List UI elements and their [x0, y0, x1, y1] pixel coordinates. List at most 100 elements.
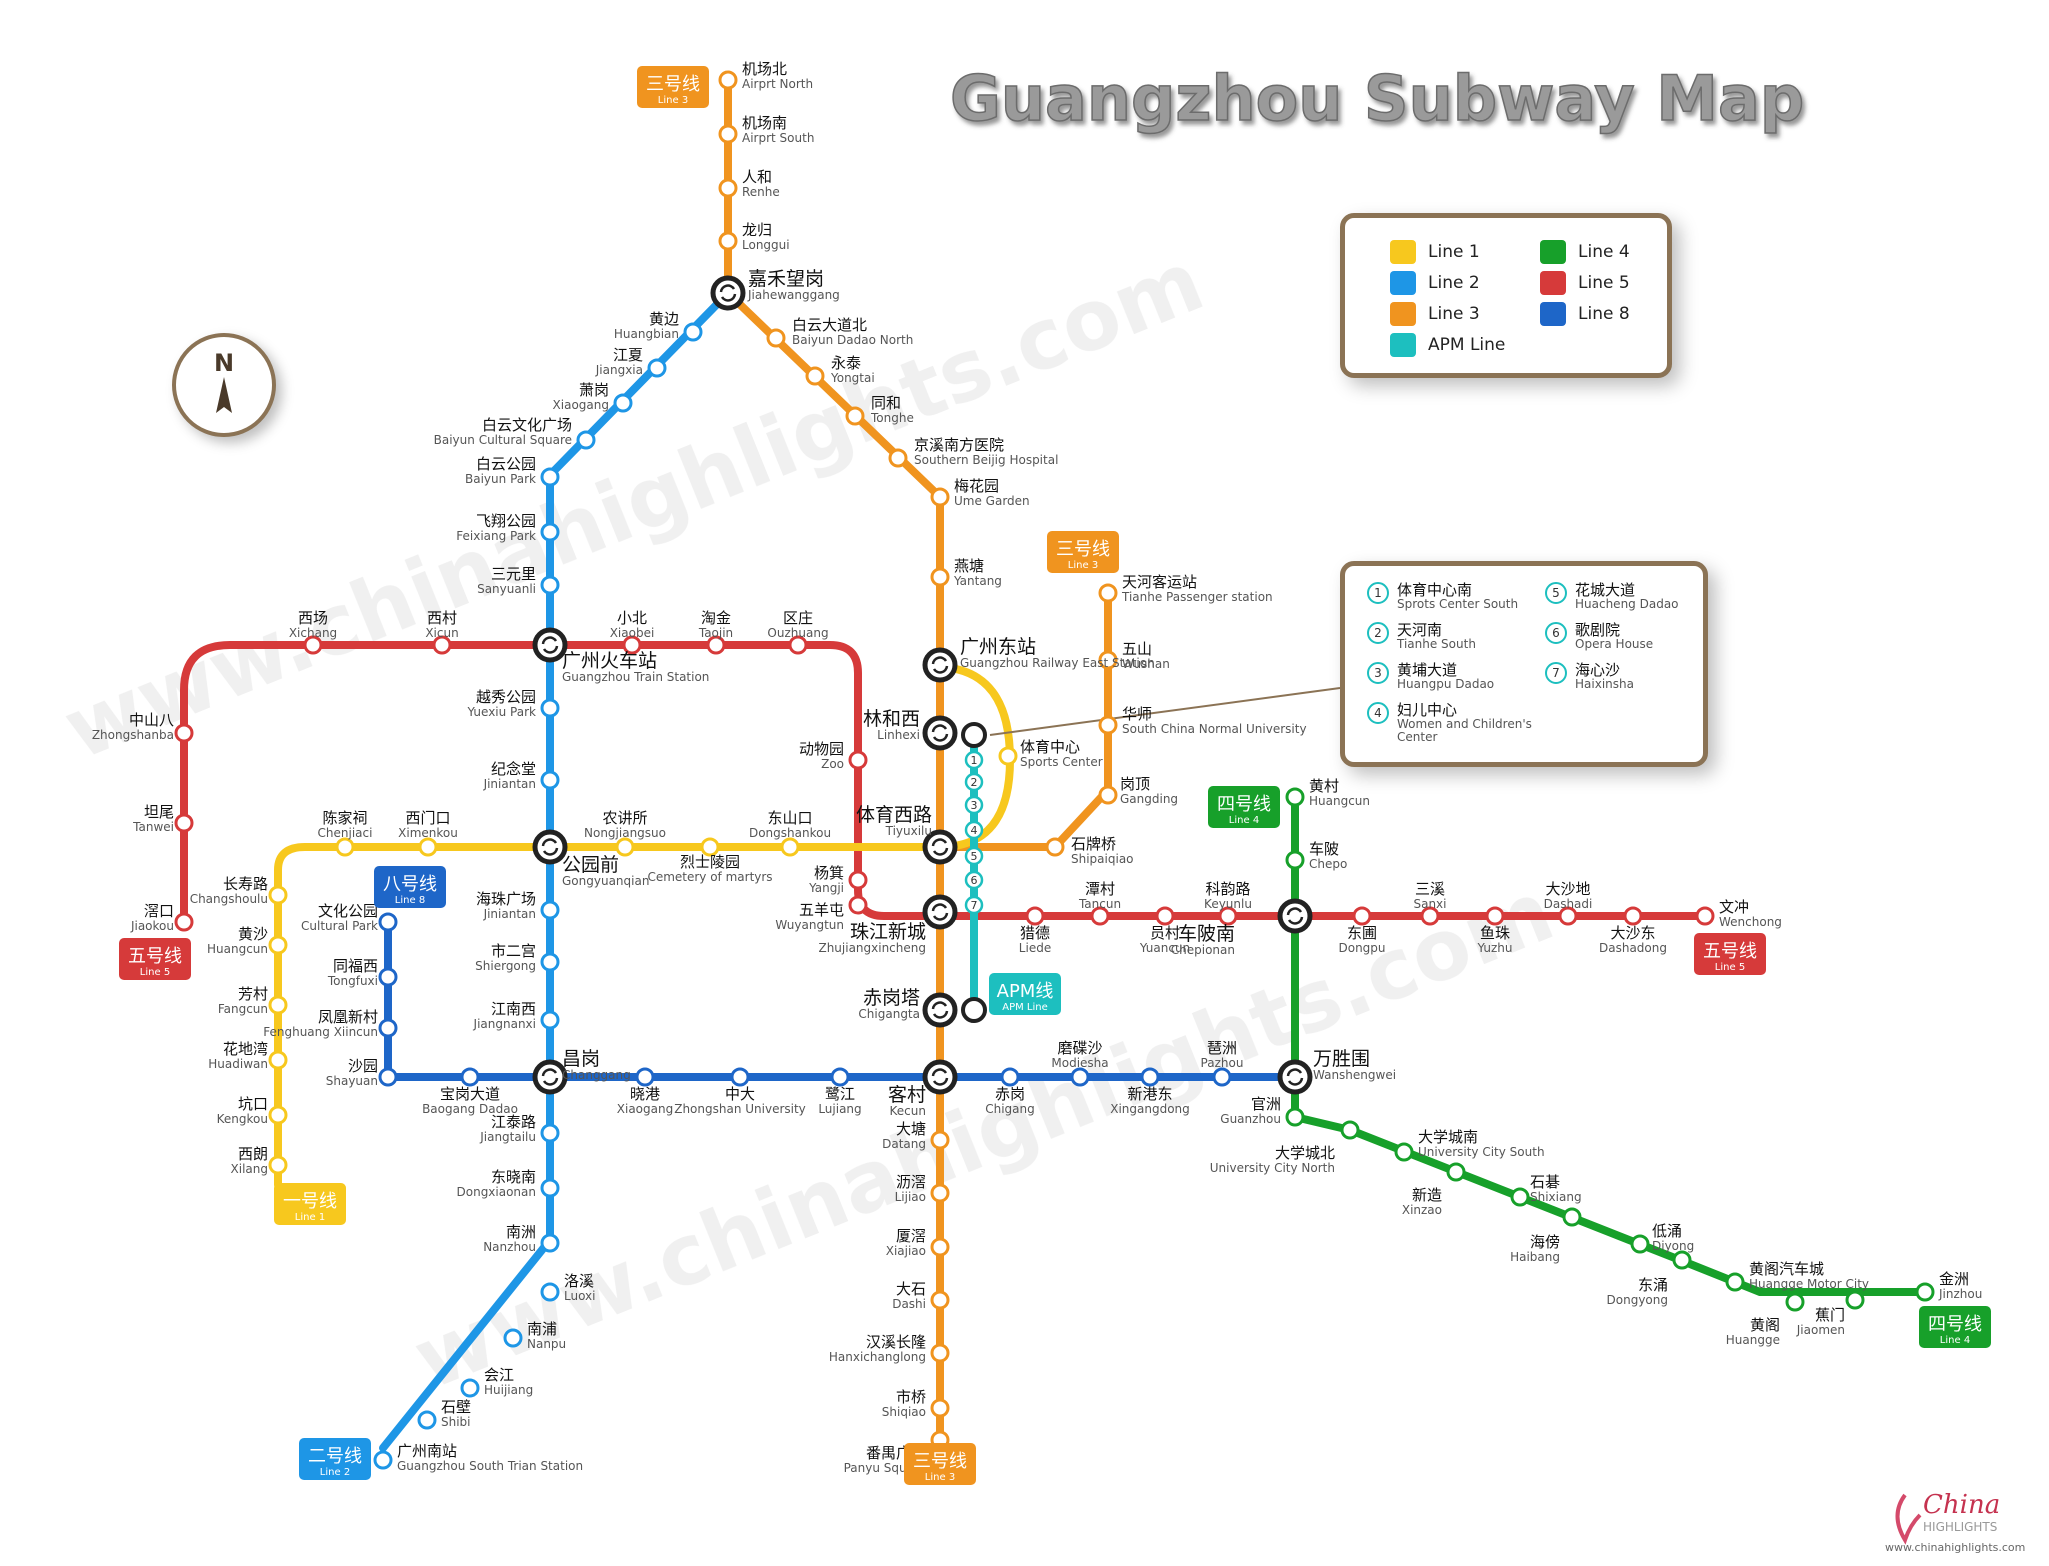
station-dot[interactable]	[930, 487, 950, 507]
station-dot[interactable]	[1485, 906, 1505, 926]
station-dot[interactable]	[930, 1237, 950, 1257]
station-dot[interactable]	[1025, 906, 1045, 926]
station-dot[interactable]	[613, 393, 633, 413]
station-dot[interactable]	[378, 912, 398, 932]
station-dot[interactable]	[1623, 906, 1643, 926]
station-dot[interactable]	[268, 1050, 288, 1070]
station-dot[interactable]	[788, 635, 808, 655]
station-dot[interactable]	[174, 813, 194, 833]
station-dot[interactable]	[930, 1183, 950, 1203]
station-dot[interactable]	[1045, 837, 1065, 857]
station-dot[interactable]	[432, 635, 452, 655]
station-dot[interactable]	[718, 231, 738, 251]
station-dot[interactable]	[1845, 1290, 1865, 1310]
station-dot[interactable]	[930, 1290, 950, 1310]
station-dot[interactable]	[1090, 906, 1110, 926]
station-dot[interactable]	[268, 935, 288, 955]
station-dot[interactable]	[1420, 906, 1440, 926]
station-dot[interactable]	[540, 1282, 560, 1302]
station-dot[interactable]	[718, 178, 738, 198]
station-dot[interactable]	[1098, 785, 1118, 805]
station-dot[interactable]	[540, 467, 560, 487]
station-dot[interactable]	[268, 885, 288, 905]
station-dot[interactable]	[1098, 715, 1118, 735]
station-dot[interactable]	[930, 1343, 950, 1363]
station-dot[interactable]	[622, 635, 642, 655]
station-dot[interactable]	[378, 967, 398, 987]
station-dot[interactable]	[268, 1105, 288, 1125]
station-dot[interactable]	[1285, 787, 1305, 807]
station-dot[interactable]	[845, 406, 865, 426]
station-dot[interactable]	[1562, 1207, 1582, 1227]
station-dot[interactable]	[1218, 906, 1238, 926]
station-dot[interactable]	[1140, 1067, 1160, 1087]
station-dot[interactable]	[1285, 1107, 1305, 1127]
station-dot[interactable]	[540, 1123, 560, 1143]
station-dot[interactable]	[1212, 1067, 1232, 1087]
station-dot[interactable]	[848, 750, 868, 770]
station-dot[interactable]	[540, 1010, 560, 1030]
station-dot[interactable]	[718, 70, 738, 90]
station-dot[interactable]	[1446, 1162, 1466, 1182]
station-dot[interactable]	[1098, 583, 1118, 603]
station-dot[interactable]	[1340, 1120, 1360, 1140]
station-dot[interactable]	[1915, 1282, 1935, 1302]
station-dot[interactable]	[718, 124, 738, 144]
station-dot[interactable]	[1155, 906, 1175, 926]
station-dot[interactable]	[1672, 1250, 1692, 1270]
station-dot[interactable]	[1695, 906, 1715, 926]
station-dot[interactable]	[540, 522, 560, 542]
station-dot[interactable]	[805, 366, 825, 386]
station-dot[interactable]	[1785, 1292, 1805, 1312]
station-dot[interactable]	[1558, 906, 1578, 926]
station-dot[interactable]	[174, 723, 194, 743]
station-dot[interactable]	[730, 1067, 750, 1087]
apm-stop[interactable]: 5	[964, 846, 984, 866]
apm-stop[interactable]: 3	[964, 795, 984, 815]
station-dot[interactable]	[1000, 1067, 1020, 1087]
station-dot[interactable]	[373, 1450, 393, 1470]
station-dot[interactable]	[540, 1178, 560, 1198]
station-dot[interactable]	[848, 895, 868, 915]
station-dot[interactable]	[683, 322, 703, 342]
station-dot[interactable]	[930, 567, 950, 587]
station-dot[interactable]	[540, 952, 560, 972]
station-dot[interactable]	[848, 870, 868, 890]
apm-stop[interactable]: 4	[964, 820, 984, 840]
station-dot[interactable]	[1352, 906, 1372, 926]
station-dot[interactable]	[1630, 1234, 1650, 1254]
station-dot[interactable]	[540, 1233, 560, 1253]
station-dot[interactable]	[174, 912, 194, 932]
apm-stop[interactable]: 2	[964, 772, 984, 792]
station-dot[interactable]	[335, 837, 355, 857]
station-dot[interactable]	[460, 1378, 480, 1398]
station-dot[interactable]	[378, 1067, 398, 1087]
station-dot[interactable]	[706, 635, 726, 655]
station-dot[interactable]	[268, 1155, 288, 1175]
station-dot[interactable]	[1070, 1067, 1090, 1087]
station-dot[interactable]	[766, 328, 786, 348]
station-dot[interactable]	[1098, 650, 1118, 670]
station-dot[interactable]	[418, 837, 438, 857]
station-dot[interactable]	[888, 448, 908, 468]
station-dot[interactable]	[460, 1067, 480, 1087]
station-dot[interactable]	[930, 1398, 950, 1418]
station-dot[interactable]	[1725, 1272, 1745, 1292]
apm-stop[interactable]: 1	[964, 750, 984, 770]
station-dot[interactable]	[576, 430, 596, 450]
station-dot[interactable]	[830, 1067, 850, 1087]
station-dot[interactable]	[503, 1328, 523, 1348]
station-dot[interactable]	[780, 837, 800, 857]
station-dot[interactable]	[1285, 850, 1305, 870]
station-dot[interactable]	[303, 635, 323, 655]
station-dot[interactable]	[615, 837, 635, 857]
station-dot[interactable]	[647, 358, 667, 378]
station-dot[interactable]	[268, 995, 288, 1015]
station-dot[interactable]	[378, 1018, 398, 1038]
station-dot[interactable]	[930, 1130, 950, 1150]
apm-stop[interactable]: 7	[964, 895, 984, 915]
station-dot[interactable]	[998, 746, 1018, 766]
station-dot[interactable]	[635, 1067, 655, 1087]
station-dot[interactable]	[540, 698, 560, 718]
station-dot[interactable]	[417, 1410, 437, 1430]
